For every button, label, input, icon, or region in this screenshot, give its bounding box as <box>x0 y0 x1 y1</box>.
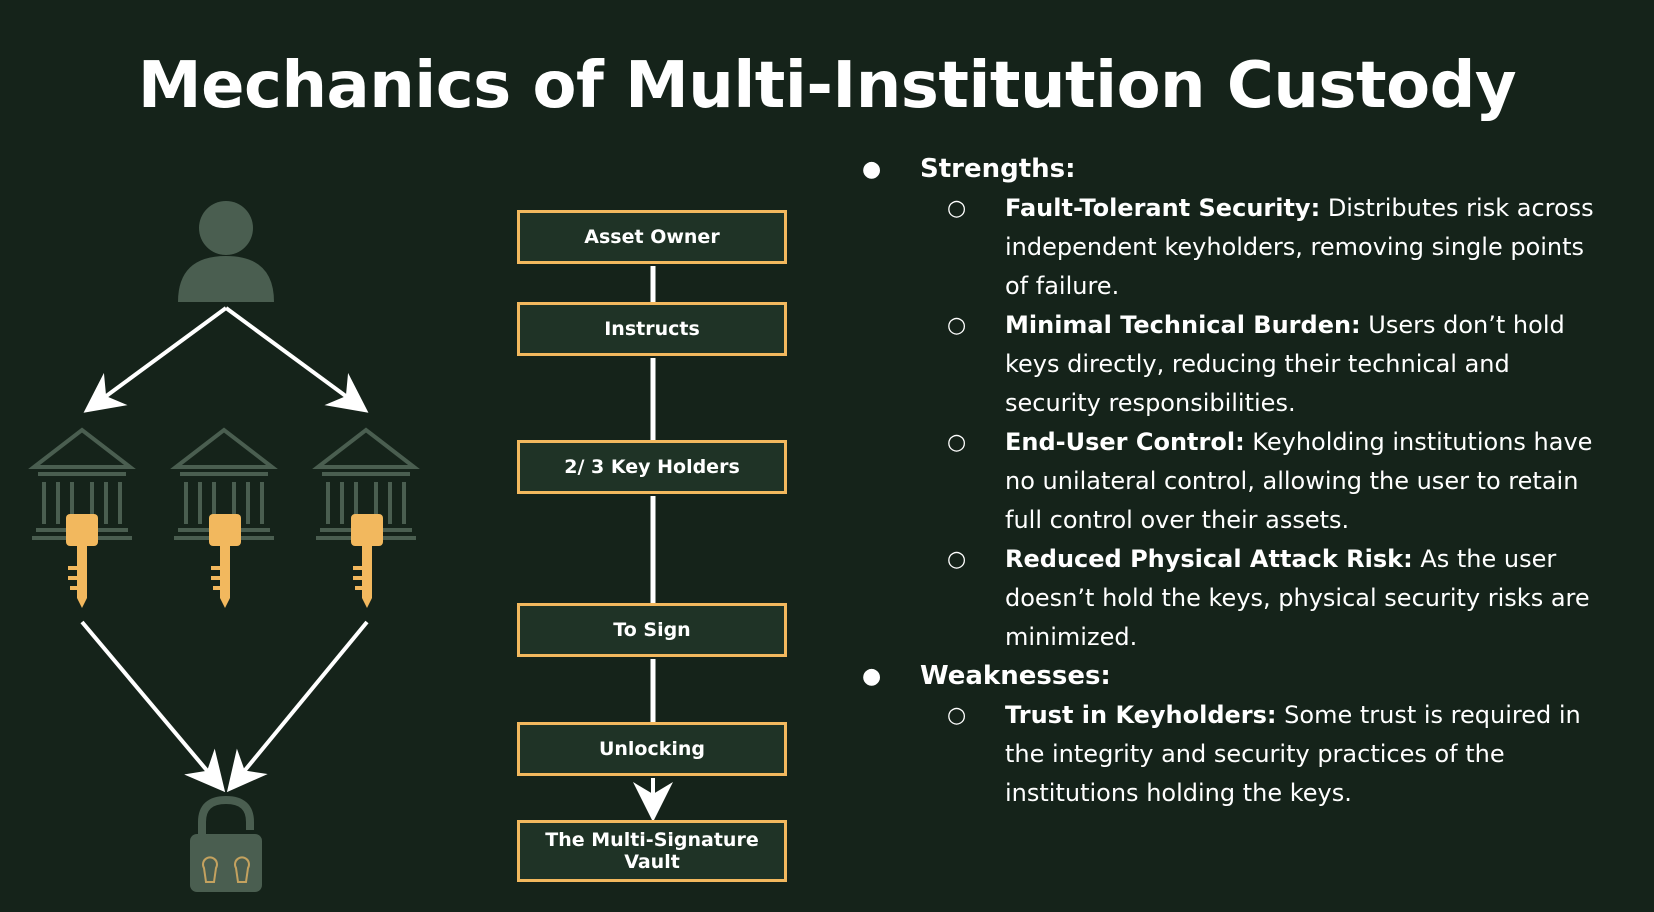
key-icon <box>66 514 98 608</box>
bullet-ring-icon: ○ <box>947 196 967 221</box>
bullet-dot-icon: ● <box>862 664 882 689</box>
key-icon <box>351 514 383 608</box>
flow-step-key-holders: 2/ 3 Key Holders <box>517 440 787 494</box>
strengths-weaknesses-list: ● Strengths: ○ Fault-Tolerant Security: … <box>858 150 1598 813</box>
bullet-ring-icon: ○ <box>947 313 967 338</box>
bullet-ring-icon: ○ <box>947 547 967 572</box>
list-item: ○ Minimal Technical Burden: Users don’t … <box>947 306 1595 423</box>
arrow-left-key-to-vault <box>80 620 226 793</box>
user-icon <box>178 201 274 302</box>
key-icon <box>209 514 241 608</box>
bullet-ring-icon: ○ <box>947 430 967 455</box>
flow-step-unlocking: Unlocking <box>517 722 787 776</box>
bank-icon <box>28 427 136 540</box>
arrow-right-key-to-vault <box>226 620 369 793</box>
flow-step-instructs: Instructs <box>517 302 787 356</box>
list-item: ○ Reduced Physical Attack Risk: As the u… <box>947 540 1595 657</box>
list-item: ○ Fault-Tolerant Security: Distributes r… <box>947 189 1595 306</box>
flow-step-to-sign: To Sign <box>517 603 787 657</box>
arrow-to-left-institution <box>83 306 228 413</box>
bullet-dot-icon: ● <box>862 157 882 182</box>
custody-illustration <box>28 201 420 892</box>
list-item: ○ Trust in Keyholders: Some trust is req… <box>947 696 1595 813</box>
flow-connectors <box>633 266 673 822</box>
page-title: Mechanics of Multi-Institution Custody <box>137 49 1517 123</box>
list-item: ○ End-User Control: Keyholding instituti… <box>947 423 1595 540</box>
flow-step-asset-owner: Asset Owner <box>517 210 787 264</box>
flow-step-multisig-vault: The Multi-Signature Vault <box>517 820 787 882</box>
padlock-icon <box>190 795 262 892</box>
strengths-heading: ● Strengths: <box>858 150 1598 189</box>
arrow-to-right-institution <box>224 306 369 413</box>
weaknesses-heading: ● Weaknesses: <box>858 657 1598 696</box>
bullet-ring-icon: ○ <box>947 703 967 728</box>
